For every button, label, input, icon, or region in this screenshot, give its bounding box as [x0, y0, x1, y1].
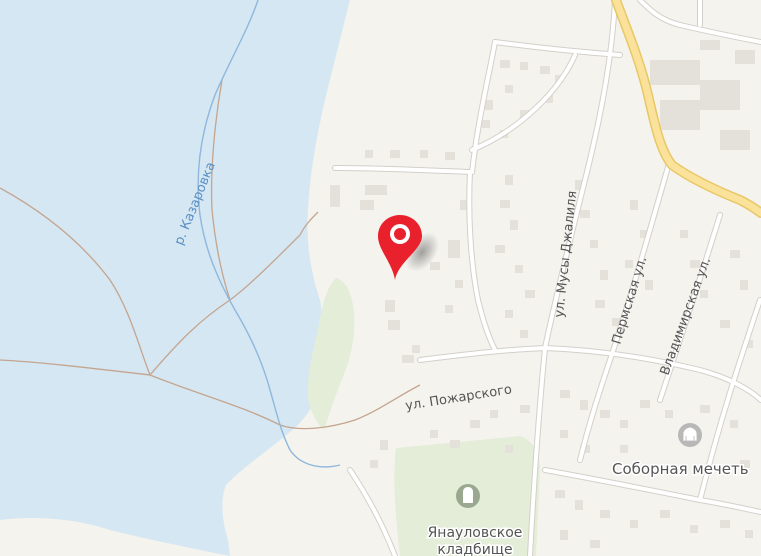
building	[505, 175, 513, 185]
building	[740, 280, 748, 290]
building	[560, 430, 568, 438]
building	[612, 318, 620, 326]
location-pin-icon	[378, 215, 422, 280]
building	[650, 60, 700, 85]
building	[740, 460, 750, 468]
building	[690, 525, 698, 533]
building	[630, 520, 638, 528]
building	[448, 240, 460, 258]
building	[515, 265, 523, 273]
streets	[332, 0, 761, 556]
building	[525, 290, 535, 298]
building	[730, 420, 738, 428]
location-marker[interactable]	[378, 215, 446, 280]
building	[620, 445, 628, 453]
building	[700, 80, 740, 110]
building	[600, 410, 610, 418]
building	[402, 355, 414, 363]
building	[388, 320, 400, 330]
building	[500, 200, 510, 208]
building	[390, 150, 400, 158]
building	[450, 440, 460, 448]
building	[470, 420, 480, 428]
building	[700, 290, 708, 298]
building	[480, 120, 490, 128]
building	[420, 150, 428, 158]
building	[540, 66, 550, 74]
building	[370, 460, 378, 468]
building	[495, 245, 505, 253]
building	[745, 530, 753, 538]
building	[580, 210, 590, 218]
building	[520, 330, 528, 338]
building	[455, 280, 463, 288]
building	[745, 340, 753, 348]
building	[505, 85, 513, 93]
poi-cemetery-label-line1: Янауловское	[428, 525, 523, 541]
park-area	[307, 278, 355, 430]
building	[485, 100, 493, 110]
building	[730, 250, 740, 258]
poi-mosque[interactable]: Соборная мечеть	[611, 423, 750, 480]
building	[560, 390, 570, 398]
poi-cemetery-label-line2: кладбище	[437, 542, 512, 556]
building	[580, 400, 588, 410]
building	[505, 310, 513, 318]
building	[690, 260, 700, 268]
building	[720, 130, 750, 150]
trails	[0, 79, 421, 430]
building	[720, 320, 730, 328]
building	[365, 185, 387, 195]
building	[665, 410, 673, 418]
building	[700, 40, 720, 50]
building	[380, 440, 388, 450]
buildings	[330, 40, 755, 548]
building	[575, 180, 583, 190]
building	[575, 500, 583, 510]
building	[735, 50, 755, 64]
poi-mosque-label: Соборная мечеть	[612, 460, 749, 478]
building	[412, 345, 420, 353]
building	[625, 260, 633, 268]
building	[640, 230, 650, 238]
building	[360, 200, 374, 210]
building	[620, 420, 628, 428]
main-road	[611, 0, 761, 218]
building	[445, 152, 455, 160]
poi-cemetery[interactable]: Янауловское кладбище	[426, 484, 524, 556]
building	[660, 100, 700, 130]
building	[500, 60, 510, 68]
building	[590, 540, 600, 548]
building	[460, 200, 468, 210]
building	[520, 62, 528, 70]
river-line	[197, 0, 341, 468]
building	[520, 405, 530, 413]
building	[560, 530, 568, 540]
road-fills	[333, 0, 761, 556]
building	[430, 262, 440, 270]
building	[590, 240, 598, 248]
land-strip	[0, 518, 230, 556]
building	[445, 305, 453, 313]
building	[385, 300, 395, 312]
building	[645, 280, 653, 290]
building	[330, 185, 340, 207]
building	[600, 510, 610, 518]
building	[430, 430, 438, 438]
building	[630, 200, 638, 210]
building	[555, 490, 565, 498]
building	[510, 220, 518, 230]
building	[600, 270, 608, 280]
building	[660, 510, 670, 518]
building	[640, 400, 650, 408]
building	[595, 300, 605, 308]
building	[680, 230, 688, 238]
building	[490, 410, 498, 418]
building	[720, 520, 730, 528]
building	[700, 405, 710, 413]
building	[365, 150, 373, 158]
building	[505, 445, 513, 453]
